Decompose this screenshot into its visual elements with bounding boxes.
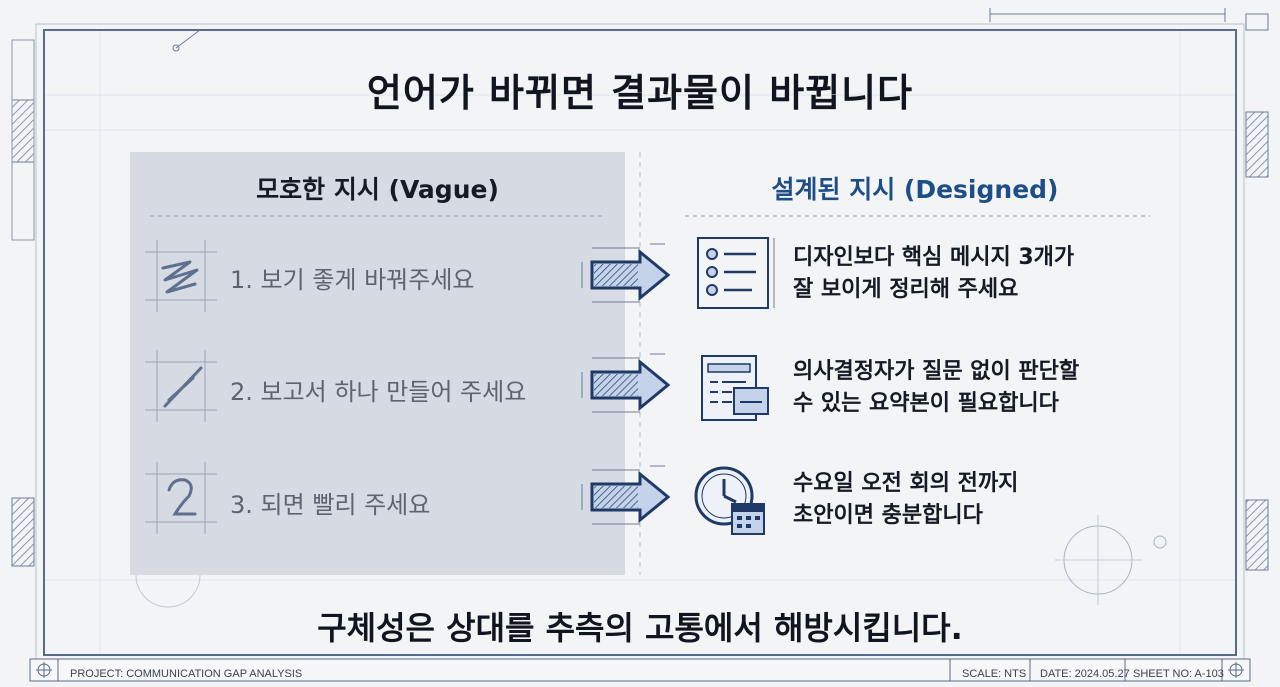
- conclusion-text: 구체성은 상대를 추측의 고통에서 해방시킵니다.: [317, 609, 963, 647]
- vague-item-1: 1. 보기 좋게 바꿔주세요: [230, 266, 475, 294]
- designed-item-2-line-2: 수 있는 요약본이 필요합니다: [793, 391, 1059, 416]
- vague-item-2: 2. 보고서 하나 만들어 주세요: [230, 378, 527, 406]
- bullet-list-icon: [697, 237, 775, 309]
- designed-item-2: 의사결정자가 질문 없이 판단할 수 있는 요약본이 필요합니다: [793, 356, 1079, 420]
- vague-item-3: 3. 되면 빨리 주세요: [230, 491, 431, 519]
- designed-item-2-line-1: 의사결정자가 질문 없이 판단할: [793, 359, 1080, 384]
- transform-arrow-icon: [581, 353, 671, 413]
- vague-panel: [130, 152, 625, 575]
- page-title: 언어가 바뀌면 결과물이 바뀝니다: [366, 71, 914, 115]
- designed-item-1-line-2: 잘 보이게 정리해 주세요: [793, 277, 1019, 302]
- title-block-project: PROJECT: COMMUNICATION GAP ANALYSIS: [70, 668, 303, 680]
- designed-item-3-line-1: 수요일 오전 회의 전까지: [793, 471, 1019, 496]
- designed-item-1: 디자인보다 핵심 메시지 3개가 잘 보이게 정리해 주세요: [793, 242, 1074, 306]
- designed-item-1-line-1: 디자인보다 핵심 메시지 3개가: [793, 245, 1075, 270]
- designed-heading: 설계된 지시 (Designed): [771, 175, 1059, 204]
- vague-heading: 모호한 지시 (Vague): [256, 175, 499, 204]
- title-block-date: DATE: 2024.05.27: [1040, 668, 1130, 680]
- question-mark-icon: [145, 462, 217, 534]
- transform-arrow-icon: [581, 465, 671, 525]
- designed-item-3: 수요일 오전 회의 전까지 초안이면 충분합니다: [793, 468, 1018, 532]
- title-block-scale: SCALE: NTS: [962, 668, 1027, 680]
- scribble-icon: [145, 240, 217, 312]
- document-summary-icon: [701, 355, 769, 421]
- title-block-sheet: SHEET NO: A-103: [1133, 668, 1224, 680]
- designed-item-3-line-2: 초안이면 충분합니다: [793, 503, 983, 528]
- pen-stroke-icon: [145, 350, 217, 422]
- transform-arrow-icon: [581, 243, 671, 303]
- clock-calendar-icon: [694, 466, 765, 535]
